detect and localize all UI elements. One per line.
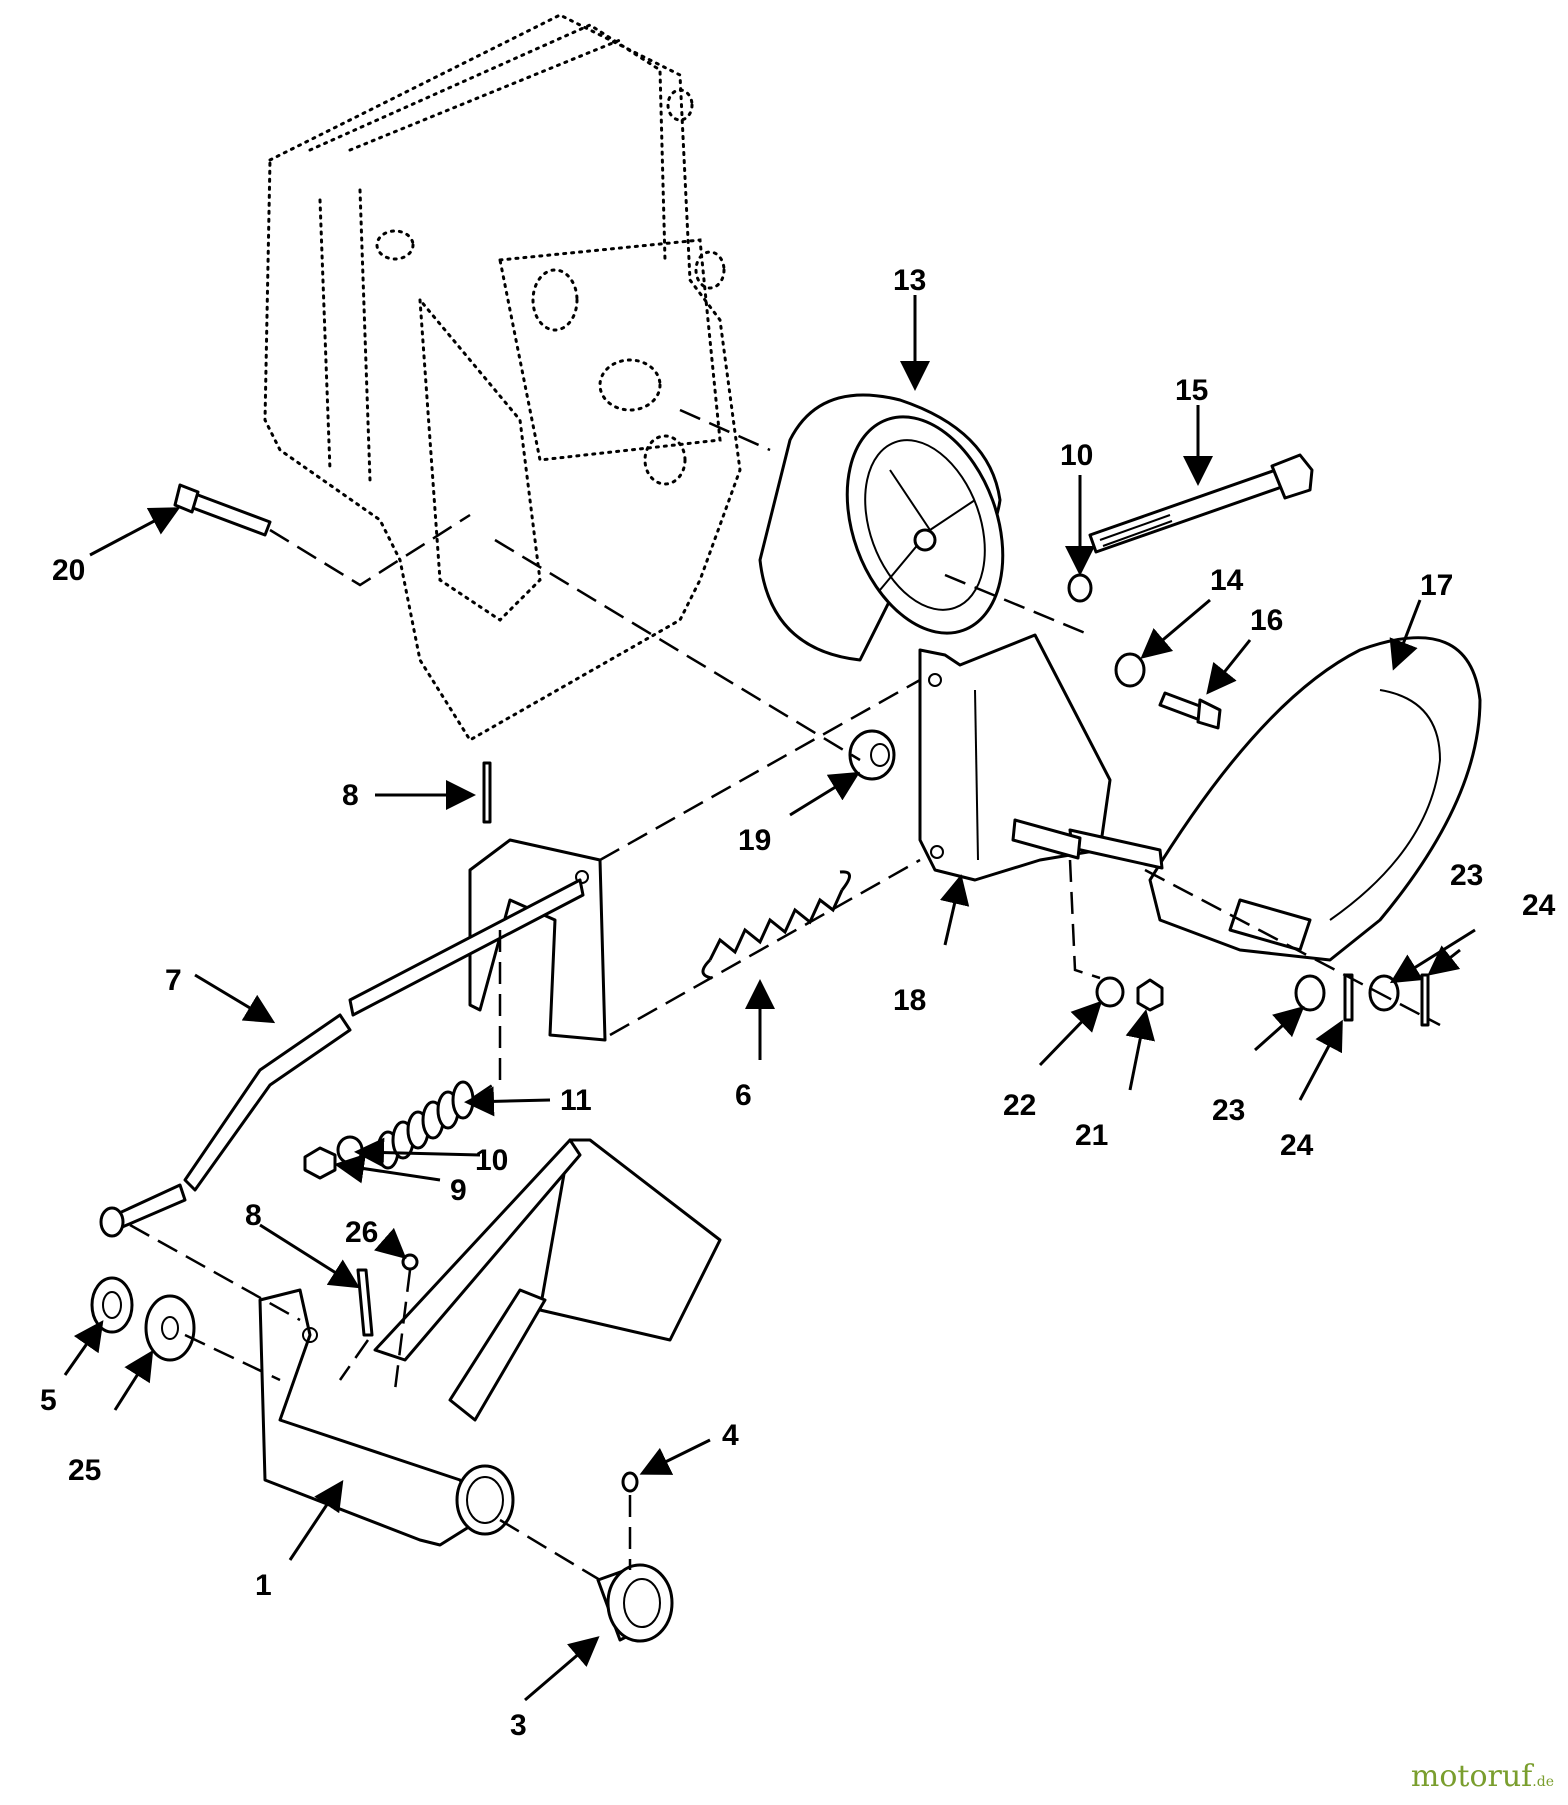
cotter-pin-8-upper [482,761,492,824]
washer-10-upper [1067,573,1093,603]
callout-6: 6 [735,1079,752,1112]
watermark-main: motoruf [1410,1759,1533,1794]
callout-labels: 1 3 4 5 6 7 8 8 9 10 10 11 13 14 15 16 1… [40,264,1556,1742]
callout-leaders [63,295,1476,1702]
callout-18: 18 [893,984,926,1017]
washer-14 [1114,652,1146,688]
callout-10-upper: 10 [1060,439,1093,472]
callout-19: 19 [738,824,771,857]
washer-23-right [1368,974,1400,1012]
callout-20: 20 [52,554,85,587]
watermark: motoruf.de [1411,1759,1554,1794]
callout-15: 15 [1175,374,1208,407]
bolt-15 [1088,453,1314,554]
assembly-lines [129,408,1441,1582]
callout-8-upper: 8 [342,779,359,812]
watermark-suffix: .de [1532,1774,1554,1790]
pedal-lever-1 [258,1138,722,1547]
callout-21: 21 [1075,1119,1108,1152]
pin-24-right [1420,973,1430,1027]
callout-23-right: 23 [1450,859,1483,892]
pin-26 [401,1253,419,1271]
collar-3 [596,1563,674,1643]
callout-13: 13 [893,264,926,297]
nut-21 [1136,978,1164,1012]
brake-band-17 [1148,636,1482,962]
cotter-pin-8-lower [356,1268,374,1337]
pin-upper [1068,828,1164,870]
washer-5 [90,1276,134,1334]
callout-24-right: 24 [1522,889,1556,922]
callout-23-left: 23 [1212,1094,1245,1127]
bracket-18 [918,633,1112,882]
callout-16: 16 [1250,604,1283,637]
bolt-16 [1158,691,1222,730]
callout-10-lower: 10 [475,1144,508,1177]
washer-22 [1095,976,1125,1008]
spacer-19 [848,729,896,781]
callout-8-lower: 8 [245,1199,262,1232]
callout-9: 9 [450,1174,467,1207]
callout-24-left: 24 [1280,1129,1314,1162]
callout-25: 25 [68,1454,101,1487]
set-screw-4 [621,1471,639,1493]
callout-7: 7 [165,964,182,997]
pin-24-left [1343,973,1354,1022]
callout-17: 17 [1420,569,1453,602]
washer-25 [144,1294,196,1362]
washer-10-lower [336,1135,364,1165]
bolt-20 [173,483,272,537]
callout-26: 26 [345,1216,378,1249]
engine-housing-outline [263,13,742,743]
callout-3: 3 [510,1709,527,1742]
callout-14: 14 [1210,564,1244,597]
callout-1: 1 [255,1569,272,1602]
nut-9 [303,1146,337,1180]
callout-5: 5 [40,1384,57,1417]
washer-23-left [1294,974,1326,1012]
spring-6 [701,870,851,980]
rod-7 [99,878,585,1238]
pin-lower [1011,818,1082,860]
callout-11: 11 [560,1084,592,1117]
pulley-13 [758,393,1005,662]
callout-22: 22 [1003,1089,1036,1122]
callout-4: 4 [722,1419,739,1452]
